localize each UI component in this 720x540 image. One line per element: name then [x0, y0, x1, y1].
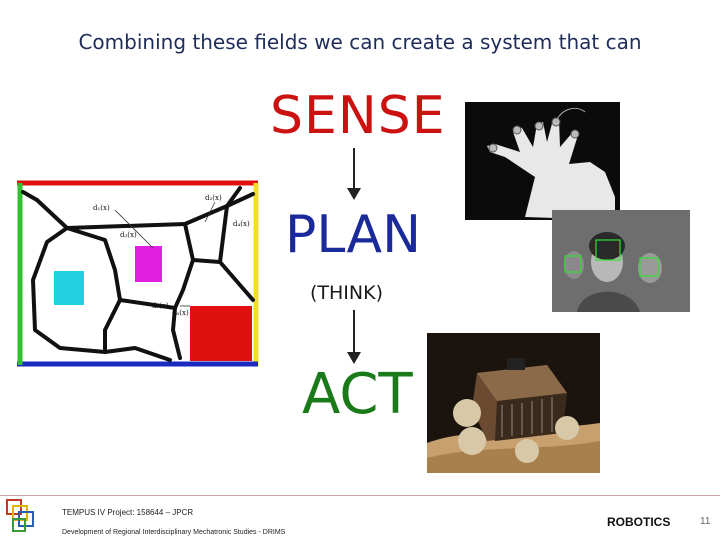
sensor-glove-photo — [465, 102, 620, 220]
plan-label: PLAN — [285, 205, 421, 265]
map-label-d6: d₆(x) — [172, 309, 189, 317]
map-label-d5: d₅(x) — [152, 302, 169, 310]
map-label-d3: d₃(x) — [120, 231, 137, 239]
page-number: 11 — [700, 516, 711, 527]
slide-title: Combining these fields we can create a s… — [78, 30, 642, 54]
sense-label: SENSE — [270, 86, 446, 146]
obstacle-magenta — [135, 246, 162, 282]
act-label: ACT — [302, 362, 413, 427]
footer-robotics: ROBOTICS — [607, 515, 671, 529]
map-label-d1: d₁(x) — [93, 204, 110, 212]
obstacle-red — [190, 306, 252, 361]
drims-logo-icon — [6, 499, 34, 532]
footer-development: Development of Regional Interdisciplinar… — [62, 529, 286, 536]
think-label: (THINK) — [310, 282, 383, 304]
voronoi-map-diagram: d₁(x) d₂(x) d₃(x) d₄(x) d₅(x) d₆(x) — [15, 180, 260, 368]
footer-project: TEMPUS IV Project: 158644 – JPCR — [62, 508, 194, 517]
obstacle-cyan — [54, 271, 84, 305]
arrow-plan-to-act — [347, 310, 361, 364]
mobile-robot-photo — [427, 333, 600, 473]
face-tracking-photo — [552, 210, 690, 312]
footer-divider — [0, 495, 720, 496]
map-label-d4: d₄(x) — [233, 220, 250, 228]
arrow-sense-to-plan — [347, 148, 361, 200]
map-label-d2: d₂(x) — [205, 194, 222, 202]
